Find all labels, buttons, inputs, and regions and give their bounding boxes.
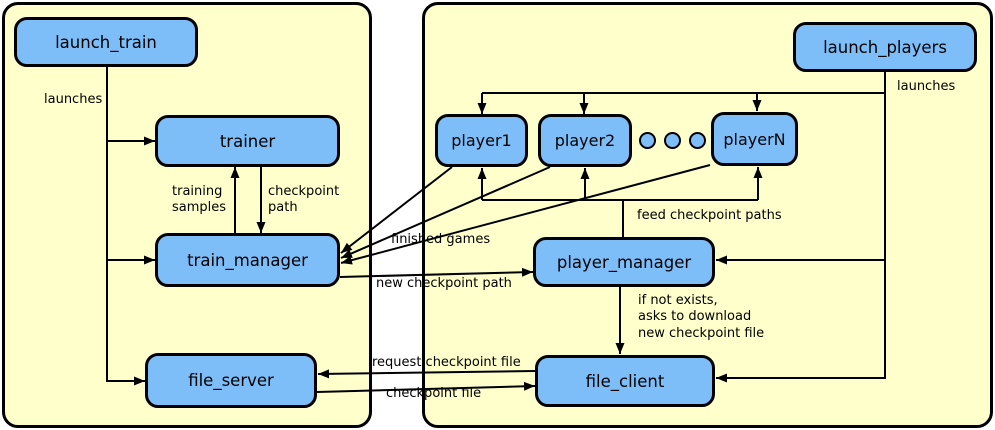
node-trainer-label: trainer <box>219 131 276 151</box>
label-if-not-exists: if not exists, asks to download new chec… <box>638 293 765 341</box>
ellipsis-dot-1 <box>639 132 656 149</box>
node-launch-players-label: launch_players <box>823 37 947 57</box>
node-player2-label: player2 <box>554 131 616 150</box>
node-player1: player1 <box>435 114 528 167</box>
node-file-client-label: file_client <box>585 371 665 391</box>
node-launch-train-label: launch_train <box>55 32 157 52</box>
node-train-manager: train_manager <box>155 233 340 287</box>
node-file-server: file_server <box>145 353 317 408</box>
label-launches-right: launches <box>897 79 956 94</box>
label-checkpoint-path: checkpoint path <box>268 184 340 216</box>
label-finished-games: finished games <box>391 232 491 247</box>
node-playerN-label: playerN <box>723 129 786 149</box>
ellipsis-dot-2 <box>664 132 681 149</box>
node-train-manager-label: train_manager <box>187 250 308 270</box>
ellipsis-dot-3 <box>689 132 706 149</box>
label-request-checkpoint-file: request checkpoint file <box>372 355 521 370</box>
node-trainer: trainer <box>155 115 340 167</box>
label-checkpoint-file: checkpoint file <box>386 386 482 401</box>
node-launch-players: launch_players <box>793 22 977 72</box>
node-launch-train: launch_train <box>14 17 198 67</box>
node-player-manager-label: player_manager <box>556 252 692 272</box>
label-new-checkpoint-path: new checkpoint path <box>376 276 512 291</box>
node-player1-label: player1 <box>451 131 512 150</box>
node-player-manager: player_manager <box>533 237 715 287</box>
node-player2: player2 <box>538 114 632 167</box>
label-training-samples: training samples <box>172 184 227 216</box>
label-feed-checkpoint-paths: feed checkpoint paths <box>637 208 782 223</box>
node-file-client: file_client <box>535 355 715 407</box>
label-launches-left: launches <box>44 92 103 107</box>
node-file-server-label: file_server <box>188 371 274 390</box>
node-playerN: playerN <box>711 112 798 166</box>
